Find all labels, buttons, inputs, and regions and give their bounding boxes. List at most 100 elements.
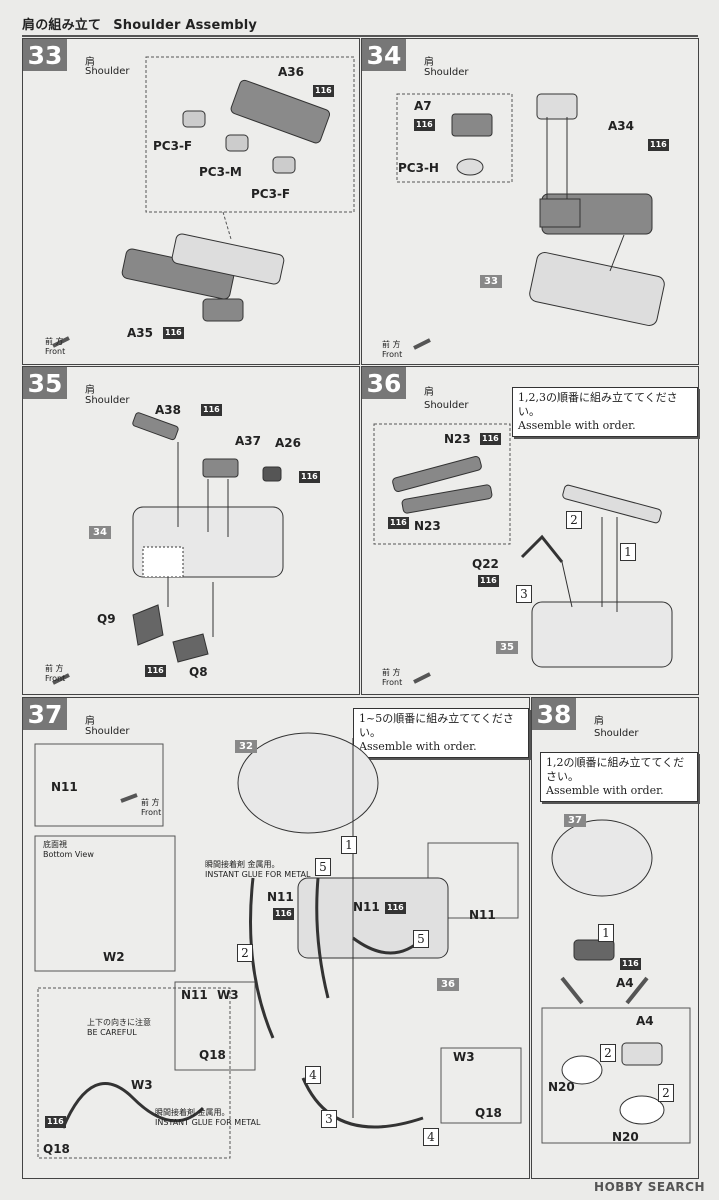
step-35-panel: 35 肩 Shoulder A38 116 A37 A26 116 34 Q9 … (22, 366, 360, 695)
code-116: 116 (45, 1116, 66, 1128)
part-a4: A4 (636, 1014, 654, 1028)
code-116: 116 (414, 119, 435, 131)
code-116: 116 (273, 908, 294, 920)
part-n20: N20 (612, 1130, 639, 1144)
shoulder-ja: 肩 (424, 57, 434, 68)
step-number: 37 (23, 698, 67, 730)
glue-note: 瞬間接着剤 金属用。INSTANT GLUE FOR METAL (205, 860, 310, 880)
order-number-3: 3 (321, 1110, 337, 1128)
part-a7: A7 (414, 99, 432, 113)
shoulder-en: Shoulder (85, 395, 130, 406)
step-number: 38 (532, 698, 576, 730)
careful-ja: 上下の向きに注意 (87, 1018, 151, 1027)
part-pc3-h: PC3-H (398, 161, 439, 175)
front-ja: 前 方 (141, 798, 160, 807)
step-36-panel: 36 肩 Shoulder 1,2,3の順番に組み立ててください。Assembl… (361, 366, 699, 695)
part-q22: Q22 (472, 557, 499, 571)
part-a38: A38 (155, 403, 181, 417)
step-38-panel: 38 肩 Shoulder 1,2の順番に組み立ててください。Assemble … (531, 697, 699, 1179)
note-ja: 1,2の順番に組み立ててください。 (546, 756, 685, 783)
order-number-1: 1 (620, 543, 636, 561)
part-pc3-m: PC3-M (199, 165, 242, 179)
shoulder-ja: 肩 (85, 57, 95, 68)
code-116: 116 (620, 958, 641, 970)
shoulder-en: Shoulder (424, 67, 469, 78)
step-number: 36 (362, 367, 406, 399)
title-en: Shoulder Assembly (113, 18, 258, 33)
order-number-2: 2 (566, 511, 582, 529)
order-number-3: 3 (516, 585, 532, 603)
code-116: 116 (388, 517, 409, 529)
order-note: 1~5の順番に組み立ててください。Assemble with order. (353, 708, 529, 758)
note-en: Assemble with order. (518, 419, 636, 432)
shoulder-en: Shoulder (594, 728, 639, 739)
code-116: 116 (313, 85, 334, 97)
code-116: 116 (299, 471, 320, 483)
glue-note: 瞬間接着剤 金属用。INSTANT GLUE FOR METAL (155, 1108, 260, 1128)
shoulder-ja: 肩 (594, 716, 604, 727)
front-ja: 前 方 (45, 337, 64, 346)
shoulder-en: Shoulder (85, 66, 130, 77)
order-number-2: 2 (237, 944, 253, 962)
step-37-panel: 37 肩 Shoulder 1~5の順番に組み立ててください。Assemble … (22, 697, 530, 1179)
part-n11: N11 (51, 780, 78, 794)
code-116: 116 (480, 433, 501, 445)
title-ja: 肩の組み立て (22, 18, 102, 33)
glue-ja: 瞬間接着剤 金属用。 (205, 860, 280, 869)
part-w2: W2 (103, 950, 125, 964)
order-number-4: 4 (423, 1128, 439, 1146)
part-a37: A37 (235, 434, 261, 448)
part-q18: Q18 (43, 1142, 70, 1156)
part-q18: Q18 (199, 1048, 226, 1062)
order-number-5: 5 (413, 930, 429, 948)
order-note: 1,2の順番に組み立ててください。Assemble with order. (540, 752, 698, 802)
front-en: Front (141, 808, 162, 817)
step-34-panel: 34 肩 Shoulder A7 116 PC3-H A34 116 33 前 … (361, 38, 699, 365)
part-n23: N23 (414, 519, 441, 533)
front-en: Front (45, 347, 66, 356)
note-en: Assemble with order. (359, 740, 477, 753)
part-q8: Q8 (189, 665, 208, 679)
part-n11: N11 (267, 890, 294, 904)
step-36-drawing (373, 423, 673, 684)
shoulder-ja: 肩 (85, 385, 95, 396)
code-116: 116 (145, 665, 166, 677)
order-number-2: 2 (658, 1084, 674, 1102)
glue-en: INSTANT GLUE FOR METAL (205, 870, 311, 879)
shoulder-ja: 肩 (85, 716, 95, 727)
step-34-drawing (396, 93, 665, 350)
part-n23: N23 (444, 432, 471, 446)
front-ja: 前 方 (382, 668, 401, 677)
front-ja: 前 方 (382, 340, 401, 349)
code-116: 116 (648, 139, 669, 151)
code-116: 116 (163, 327, 184, 339)
ref-step-36: 36 (437, 978, 459, 991)
shoulder-en: Shoulder (85, 726, 130, 737)
step-37-drawing (34, 732, 522, 1159)
order-number-5: 5 (315, 858, 331, 876)
code-116: 116 (478, 575, 499, 587)
order-number-2: 2 (600, 1044, 616, 1062)
step-33-panel: 33 肩 Shoulder A36 116 PC3-F PC3-M PC3-F … (22, 38, 360, 365)
part-n11: N11 (469, 908, 496, 922)
ref-step-37: 37 (564, 814, 586, 827)
ref-step-33: 33 (480, 275, 502, 288)
order-number-4: 4 (305, 1066, 321, 1084)
front-en: Front (382, 678, 403, 687)
part-n20: N20 (548, 1080, 575, 1094)
step-number: 35 (23, 367, 67, 399)
part-q18: Q18 (475, 1106, 502, 1120)
code-116: 116 (385, 902, 406, 914)
order-number-1: 1 (598, 924, 614, 942)
part-q9: Q9 (97, 612, 116, 626)
part-w3: W3 (453, 1050, 475, 1064)
shoulder-ja: 肩 (424, 387, 434, 398)
bottom-ja: 底面視 (43, 840, 67, 849)
ref-step-35: 35 (496, 641, 518, 654)
step-35-drawing (52, 412, 284, 685)
